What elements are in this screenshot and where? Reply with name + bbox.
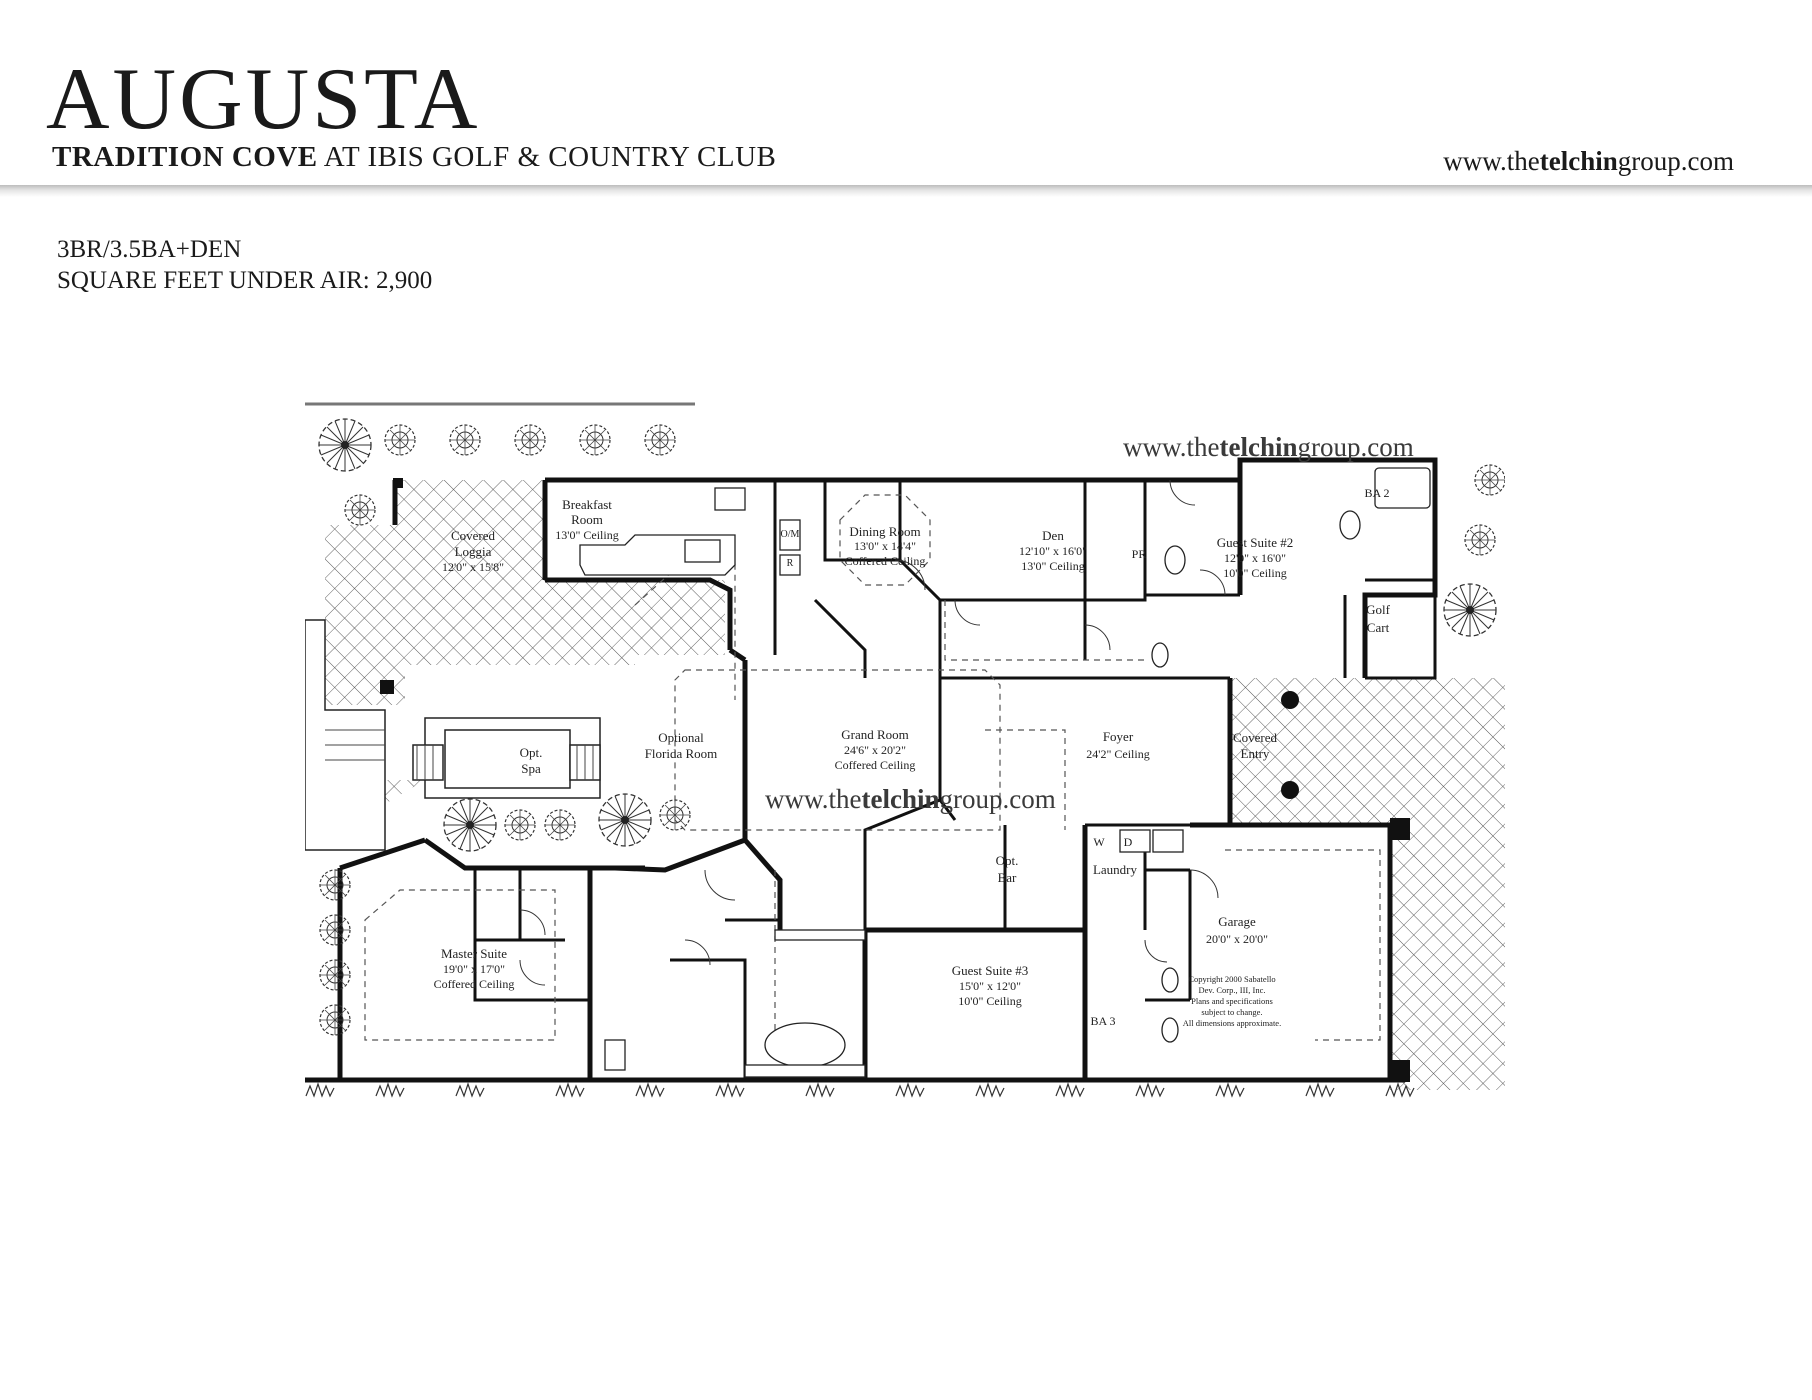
floor-plan: www.thetelchingroup.com www.thetelchingr… (305, 400, 1505, 1100)
foyer-ceiling: 24'2" Ceiling (1086, 747, 1149, 761)
bar-name-1: Opt. (996, 853, 1019, 868)
spa-name-2: Spa (521, 761, 541, 776)
florida-name-2: Florida Room (645, 746, 718, 761)
copyright-line: Copyright 2000 Sabatello (1188, 974, 1275, 984)
room-labels: Breakfast Room 13'0" Ceiling Dining Room… (434, 486, 1391, 1028)
den-name: Den (1042, 528, 1064, 543)
covered-entry-name-1: Covered (1233, 730, 1278, 745)
breakfast-ceiling: 13'0" Ceiling (555, 528, 618, 542)
guest2-size: 12'0" x 16'0" (1224, 551, 1286, 565)
grand-ceiling: Coffered Ceiling (835, 758, 916, 772)
breakfast-name-2: Room (571, 512, 603, 527)
garage-name: Garage (1218, 914, 1256, 929)
oven-micro-label: O/M (781, 529, 800, 540)
den-ceiling: 13'0" Ceiling (1021, 559, 1084, 573)
washer-label: W (1093, 835, 1105, 849)
dryer-label: D (1124, 835, 1133, 849)
loggia-name-2: Loggia (455, 544, 492, 559)
floor-plan-drawing: www.thetelchingroup.com www.thetelchingr… (305, 402, 1505, 1097)
master-ceiling: Coffered Ceiling (434, 977, 515, 991)
florida-name-1: Optional (658, 730, 704, 745)
covered-entry-paving (1230, 678, 1505, 825)
specs-block: 3BR/3.5BA+DEN SQUARE FEET UNDER AIR: 2,9… (57, 234, 432, 296)
bar-name-2: Bar (998, 870, 1017, 885)
grand-size: 24'6" x 20'2" (844, 743, 906, 757)
website-suffix: group.com (1617, 146, 1734, 176)
watermark-top: www.thetelchingroup.com (1123, 432, 1414, 462)
interior-walls (473, 480, 1437, 1080)
dining-name: Dining Room (849, 524, 920, 539)
laundry-name: Laundry (1093, 862, 1138, 877)
spa-name-1: Opt. (520, 745, 543, 760)
pool (305, 619, 601, 851)
golf-cart-name-1: Golf (1366, 602, 1391, 617)
page-header: AUGUSTA TRADITION COVE AT IBIS GOLF & CO… (0, 0, 1812, 185)
bath-fixtures (604, 467, 1431, 1078)
guest2-ceiling: 10'0" Ceiling (1223, 566, 1286, 580)
community-subtitle: TRADITION COVE AT IBIS GOLF & COUNTRY CL… (52, 143, 776, 172)
copyright-line: Plans and specifications (1191, 996, 1273, 1006)
driveway-paving (1390, 825, 1505, 1090)
guest3-name: Guest Suite #3 (952, 963, 1029, 978)
ba2-label: BA 2 (1364, 486, 1389, 500)
ba3-label: BA 3 (1090, 1014, 1115, 1028)
guest3-size: 15'0" x 12'0" (959, 979, 1021, 993)
club-name: AT IBIS GOLF & COUNTRY CLUB (317, 141, 777, 173)
guest3-ceiling: 10'0" Ceiling (958, 994, 1021, 1008)
copyright-line: subject to change. (1201, 1007, 1262, 1017)
loggia-name-1: Covered (451, 528, 496, 543)
website-prefix: www.the (1443, 146, 1540, 176)
square-feet: SQUARE FEET UNDER AIR: 2,900 (57, 267, 433, 294)
den-size: 12'10" x 16'0" (1019, 544, 1087, 558)
structural-posts (380, 478, 1410, 1082)
kitchen-fixtures (579, 487, 801, 576)
copyright-line: Dev. Corp., III, Inc. (1199, 985, 1266, 995)
website-link[interactable]: www.thetelchingroup.com (1443, 148, 1734, 175)
header-divider (0, 185, 1812, 197)
fridge-label: R (787, 558, 794, 569)
dining-size: 13'0" x 14'4" (854, 539, 916, 553)
bed-bath-count: 3BR/3.5BA+DEN (57, 236, 242, 263)
garage-size: 20'0" x 20'0" (1206, 932, 1268, 946)
breakfast-name-1: Breakfast (562, 497, 612, 512)
community-name: TRADITION COVE (52, 141, 318, 173)
pool-steps (325, 729, 594, 780)
covered-entry-name-2: Entry (1241, 746, 1270, 761)
pool-deck (305, 480, 725, 840)
door-swings (519, 479, 1226, 986)
copyright-notice: Copyright 2000 Sabatello Dev. Corp., III… (1183, 974, 1281, 1028)
pr-label: PR (1132, 547, 1147, 561)
guest2-name: Guest Suite #2 (1217, 535, 1294, 550)
golf-cart-name-2: Cart (1367, 620, 1390, 635)
loggia-size: 12'0" x 15'8" (442, 560, 504, 574)
watermark-center: www.thetelchingroup.com (765, 784, 1056, 814)
foyer-name: Foyer (1103, 729, 1134, 744)
master-name: Master Suite (441, 946, 507, 961)
grand-name: Grand Room (841, 727, 909, 742)
master-size: 19'0" x 17'0" (443, 962, 505, 976)
model-title: AUGUSTA (46, 51, 481, 148)
website-bold: telchin (1539, 146, 1618, 176)
dining-ceiling: Coffered Ceiling (845, 554, 926, 568)
copyright-line: All dimensions approximate. (1183, 1018, 1281, 1028)
exterior-walls (305, 457, 1438, 1083)
